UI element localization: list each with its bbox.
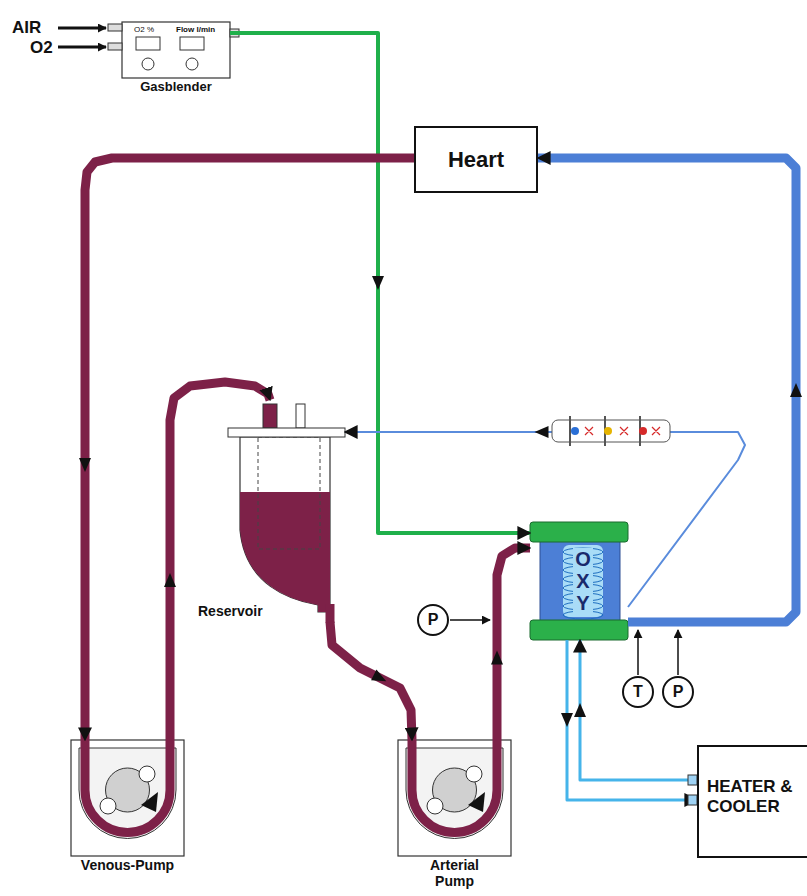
stopcock-blue: [571, 427, 579, 435]
flow-arrow: [790, 383, 802, 397]
pressure-leader: [677, 630, 679, 675]
input-gas-label: AIR: [12, 18, 41, 38]
reservoir-lid: [228, 428, 345, 437]
roller-pump-drawing: [71, 740, 184, 856]
node-label: Reservoir: [198, 603, 263, 619]
flow-knob: [186, 58, 198, 70]
tube: [330, 622, 412, 740]
node-label: T: [633, 683, 643, 701]
reservoir: Reservoir: [195, 400, 345, 622]
o2-input-arrow: [58, 46, 106, 49]
pump-roller: [100, 798, 116, 814]
tube: [85, 158, 414, 740]
pump-roller: [139, 766, 155, 782]
node-text: Flow l/min: [176, 25, 215, 34]
flow-arrow: [535, 426, 549, 438]
manifold-marks: [585, 427, 660, 435]
oxygenator: OXY: [530, 522, 628, 640]
reservoir-vessel: [228, 404, 345, 623]
manifold-tap: [569, 416, 571, 446]
node-text: Gasblender: [112, 80, 240, 95]
roller-pump: Arterial Pump: [398, 740, 511, 856]
temperature-leader: [637, 630, 639, 675]
heater-cooler: HEATER & COOLER: [697, 745, 807, 858]
o2-port: [108, 43, 122, 50]
gas-blender: O2 %Flow l/minGasblender: [122, 22, 230, 78]
oxygenator-cap: [530, 620, 628, 640]
tube: [230, 33, 530, 533]
tube: [538, 158, 796, 622]
pump-tube: [85, 740, 170, 833]
flow-arrow: [371, 670, 389, 687]
tube: [497, 548, 530, 740]
flow-arrow: [574, 703, 586, 717]
flow-arrow: [164, 573, 176, 587]
input-gas-label: O2: [30, 38, 53, 58]
tube: [345, 432, 745, 607]
reservoir-inlet: [263, 404, 277, 428]
heater-port: [688, 795, 697, 805]
air-port: [108, 24, 122, 31]
reservoir-port: [296, 404, 305, 428]
heater-port: [688, 775, 697, 785]
air-input-arrow: [58, 27, 106, 30]
tube: [170, 382, 270, 740]
stopcock-red: [639, 427, 647, 435]
temperature-sensor: T: [622, 676, 654, 708]
flow-arrow: [561, 713, 573, 727]
flow-arrow: [79, 458, 91, 472]
rotation-arrow: [141, 792, 158, 812]
oxygenator-drawing: [530, 522, 628, 640]
roller-pump-drawing: [398, 740, 511, 856]
pressure-sensor: P: [662, 676, 694, 708]
oxygenator-core: [563, 545, 603, 617]
flow-display: [180, 37, 204, 50]
pump-bowl: [79, 748, 176, 839]
organ-box: Heart: [414, 126, 538, 193]
node-label: P: [673, 683, 684, 701]
node-label: O2 %: [134, 25, 154, 34]
sampling-manifold: [552, 416, 670, 446]
gasblender-device: [108, 22, 239, 78]
reservoir-blood: [240, 492, 330, 612]
reservoir-filter: [258, 437, 320, 549]
reservoir-outlet: [326, 604, 335, 623]
node-label: Heart: [448, 147, 504, 172]
stopcock-yellow: [604, 427, 612, 435]
flow-arrow: [372, 276, 384, 290]
o2-display: [136, 37, 160, 50]
flow-arrow: [491, 651, 503, 665]
roller-pump: Venous-Pump: [71, 740, 184, 856]
node-label: Arterial Pump: [414, 857, 495, 889]
oxygenator-cap: [530, 522, 628, 542]
reservoir-body: [240, 437, 330, 612]
o2-knob: [142, 58, 154, 70]
node-label: HEATER & COOLER: [707, 777, 803, 816]
gasblender-body: [122, 22, 230, 78]
pump-housing: [71, 740, 184, 856]
oxygenator-body: [540, 540, 620, 622]
node-label: Venous-Pump: [57, 857, 198, 873]
pressure-sensor: P: [417, 604, 449, 636]
pressure-leader: [450, 619, 490, 621]
node-label: P: [428, 611, 439, 629]
node-label: OXY: [573, 548, 593, 614]
